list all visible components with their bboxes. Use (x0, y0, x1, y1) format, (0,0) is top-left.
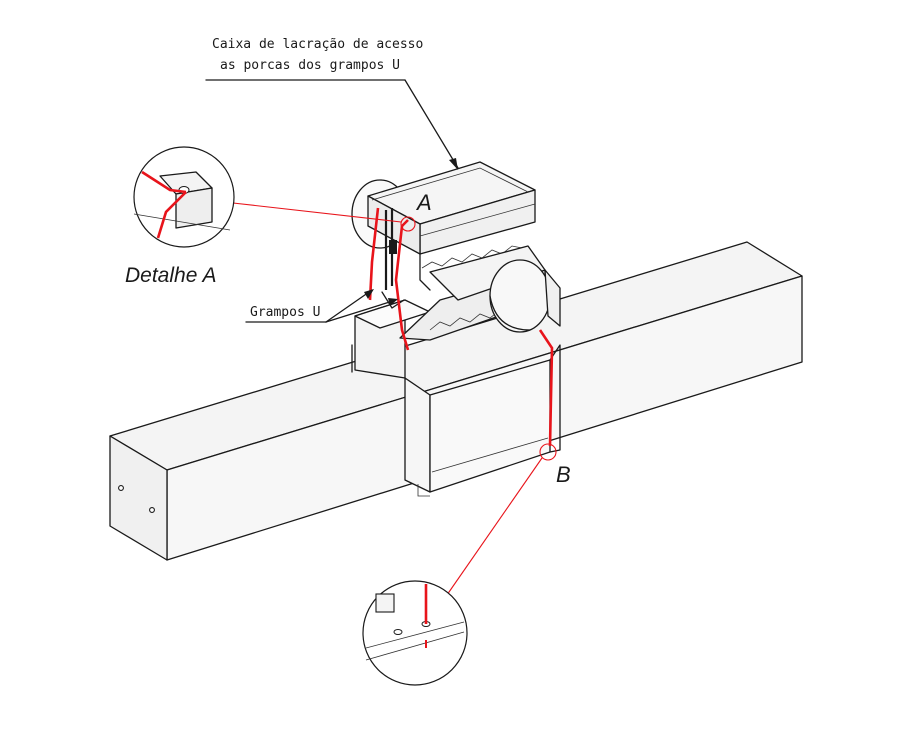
detail-b-hole-1 (393, 629, 403, 635)
pipe-end (489, 259, 551, 333)
pipe-bracket (544, 269, 561, 327)
detail-a-wire-2 (156, 191, 187, 239)
clamp-assembly (351, 161, 561, 497)
callout-line-2: as porcas dos grampos U (220, 58, 400, 73)
callout-line-1: Caixa de lacração de acesso (212, 37, 423, 52)
serration-lower (429, 309, 501, 331)
seal-wire (232, 202, 557, 606)
beam-end-hole-2 (149, 507, 155, 513)
beam-end-hole-1 (118, 485, 124, 491)
sleeve-left-face (404, 377, 431, 493)
access-box-seam (419, 203, 536, 237)
detail-a-leader (232, 202, 402, 223)
seal-wire-mid (394, 225, 410, 351)
seal-wire-top (401, 219, 409, 227)
sleeve-right-edge (549, 344, 561, 453)
clamps-label: Grampos U (250, 305, 320, 320)
sleeve-inner-line (431, 437, 549, 473)
point-b-label: B (556, 462, 571, 487)
clamps-leader-1 (325, 289, 373, 323)
detail-b-block (375, 593, 395, 613)
callout-leader (404, 79, 459, 169)
point-a-circle (400, 216, 416, 232)
detail-a-wire-1 (141, 170, 187, 194)
point-b-circle (539, 443, 557, 461)
detail-b-bubble (362, 580, 468, 686)
detail-b-edge-1 (365, 621, 465, 649)
pipe-bottom-edge (489, 295, 531, 331)
clamps-arrow-1-icon (364, 289, 374, 299)
clamps-leader-2 (325, 299, 397, 323)
detail-a-bubble (133, 146, 235, 248)
beam-end-face (109, 435, 168, 561)
sleeve-foot (417, 484, 430, 497)
callout-arrow-icon (449, 158, 458, 170)
detail-b-edge-2 (365, 631, 465, 661)
point-a-label: A (415, 190, 432, 215)
callout-access-box: Caixa de lacração de acesso as porcas do… (205, 37, 459, 170)
seal-wire-right (538, 329, 554, 447)
access-box-lip (371, 167, 529, 201)
callout-clamps: Grampos U (245, 289, 398, 323)
clamps-arrow-2-icon (388, 298, 398, 306)
box-support (419, 253, 431, 291)
u-bolt-nut (389, 240, 397, 254)
detail-a-edge (133, 213, 231, 231)
serration-top (421, 245, 523, 269)
detail-a-label: Detalhe A (125, 264, 216, 287)
detail-b-leader (439, 457, 543, 606)
detail-a-plate-front (175, 187, 213, 229)
seal-wire-left (368, 207, 380, 301)
